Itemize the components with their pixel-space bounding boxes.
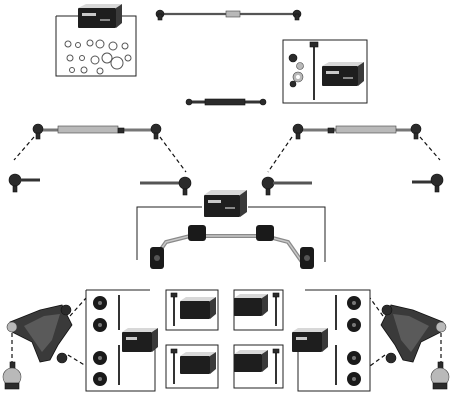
bushing-kit-group-left [85,289,158,392]
stabilizer-bar-icon [150,234,304,264]
kit-box-icon [180,297,216,319]
kit-box-icon [204,190,247,217]
tie-rod-end-icon [412,173,444,193]
bolt-kit-group-center-left [165,289,219,389]
stabilizer-group [136,190,326,269]
kit-box-icon [322,62,364,86]
bolt-icon [170,292,178,384]
tie-rod-icon [32,123,162,140]
steering-damper-icon [185,98,267,106]
tie-rod-icon [292,123,422,140]
seal-kit-group [55,4,137,77]
kit-box-icon [180,352,216,374]
bolt-kit-group-center-right [233,289,284,389]
kit-box-icon [292,328,328,352]
tie-rod-icon [155,9,302,21]
tie-rod-end-icon [140,176,192,196]
seal-kit-bracket [55,15,137,77]
kit-box-icon [234,294,268,316]
washer-icon [64,39,132,75]
kit-box-icon [78,4,122,28]
ball-joint-icon [430,361,450,390]
bushing-icon [347,296,361,386]
kit-box-icon [122,328,158,352]
bolt-icon [309,41,319,100]
kit-box-icon [234,350,268,372]
bolt-kit-bracket [282,39,368,104]
washer-icon [288,53,304,88]
bolt-kit-group [282,39,368,104]
tie-rod-end-icon [261,176,312,196]
ball-joint-icon [2,361,22,390]
bushing-icon [93,296,107,386]
control-arm-icon [6,304,73,364]
bushing-kit-group-right [292,289,371,392]
control-arm-icon [380,304,447,364]
bushing-icon [150,225,314,269]
tie-rod-end-icon [8,173,40,193]
bolt-icon [272,292,280,384]
